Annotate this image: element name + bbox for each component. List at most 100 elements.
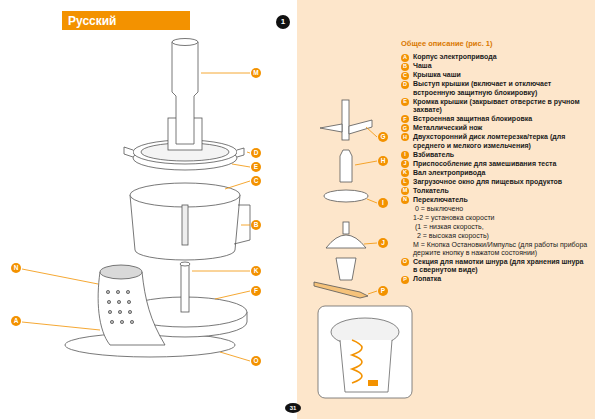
list-marker-letter: F [403,117,406,123]
parts-list-row: J Приспособление для замешивания теста [401,160,589,168]
page-number-text: 31 [290,405,297,411]
parts-list-row: AКорпус электропривода [401,53,589,61]
callout-letter: I [378,198,388,208]
leader-lines-part [225,181,250,189]
cord-storage-inset-part [352,340,362,383]
list-marker: H [401,133,409,141]
callout-letter-text: C [254,178,259,185]
leader-lines-part [22,322,100,330]
part-name: Выступ крышки (включает и отключает встр… [413,80,589,97]
bowl-part [182,205,188,245]
leader-lines-part [215,291,250,299]
parts-list-row: CКрышка чаши [401,71,589,79]
list-marker: L [401,178,409,186]
cord-storage-inset [318,306,412,398]
switch-setting: M = Кнопка Остановки/Импульс (для работы… [413,241,589,258]
parts-list-row: B Чаша [401,62,589,70]
list-marker-letter: I [404,152,406,158]
parts-list-row: D Выступ крышки (включает и отключает вст… [401,80,589,97]
cord-storage-inset-part [318,306,412,398]
attachments-part [342,100,349,140]
page-number: 31 [285,403,301,413]
parts-list-row: IВзбиватель [401,151,589,159]
parts-list-row: PЛопатка [401,275,589,283]
leader-lines-part [220,352,250,361]
motor-base [65,262,247,357]
motor-base-part [107,300,110,303]
leader-lines-part [232,164,250,167]
leader-lines-part [367,199,377,203]
callout-letter: D [251,148,261,158]
callout-letter-text: G [380,134,385,141]
parts-list-row: EКромка крышки (закрывает отверстие в ру… [401,98,589,115]
switch-setting: 1-2 = установка скорости [413,214,495,222]
attachments-part [324,190,368,202]
attachments-part [326,235,366,248]
figure-number: 1 [276,15,290,29]
motor-base-part [117,300,120,303]
motor-base-part [118,310,121,313]
callout-letter-text: F [254,288,258,295]
bowl-part [234,205,250,244]
parts-list-row: K Вал электропривода [401,169,589,177]
language-header-text: Русский [68,15,117,27]
list-marker-letter: M [403,188,408,194]
bowl-part [130,183,240,207]
callout-letter-text: A [14,318,19,325]
list-marker: B [401,63,409,71]
parts-list-row: 1-2 = установка скорости [401,214,589,222]
callout-letter-text: E [254,164,258,171]
attachments-part [336,258,356,280]
list-marker: A [401,54,409,62]
cord-storage-inset-part [368,380,378,386]
list-marker-letter: D [403,82,407,88]
parts-list-row: NПереключатель [401,196,589,204]
motor-base-part [106,290,109,293]
part-name: Чаша [413,62,432,70]
parts-list-row: HДвухсторонний диск ломтерезка/терка (дл… [401,133,589,150]
attachments [314,100,372,298]
callout-letter: J [378,238,388,248]
motor-base-part [110,320,113,323]
list-marker: D [401,81,409,89]
part-name: Приспособление для замешивания теста [413,160,556,168]
list-marker-letter: K [403,170,407,176]
part-name: Загрузочное окно для пищевых продуктов [413,178,562,186]
list-marker-letter: B [403,64,407,70]
motor-base-part [180,262,190,266]
switch-setting: 2 = высокая скорость) [417,232,489,240]
callout-letter: A [11,316,21,326]
part-name: Встроенная защитная блокировка [413,115,532,123]
pusher-part [172,42,198,144]
callout-letter-text: B [254,222,259,229]
list-marker: J [401,160,409,168]
list-marker-letter: J [403,161,406,167]
parts-list-row: F Встроенная защитная блокировка [401,115,589,123]
list-marker: M [401,187,409,195]
attachments-part [320,124,342,132]
list-marker: I [401,151,409,159]
leader-lines-part [241,225,250,226]
list-marker-letter: P [403,277,407,283]
list-marker: O [401,258,409,266]
callout-letter: N [11,263,21,273]
list-marker: N [401,196,409,204]
callout-letter: E [251,162,261,172]
list-marker: C [401,72,409,80]
callout-letter-text: H [381,158,386,165]
callout-letter-text: N [14,265,19,272]
list-marker: G [401,124,409,132]
motor-base-part [98,272,165,345]
list-marker-letter: N [403,197,407,203]
part-name: Секция для намотки шнура (для хранения ш… [413,258,589,275]
list-marker-letter: A [403,55,407,61]
motor-base-part [126,290,129,293]
callout-letter: M [251,68,261,78]
list-marker: K [401,169,409,177]
parts-list-row: MТолкатель [401,187,589,195]
lid-part [237,148,244,157]
part-name: Вал электропривода [413,169,485,177]
leader-lines [22,73,377,361]
